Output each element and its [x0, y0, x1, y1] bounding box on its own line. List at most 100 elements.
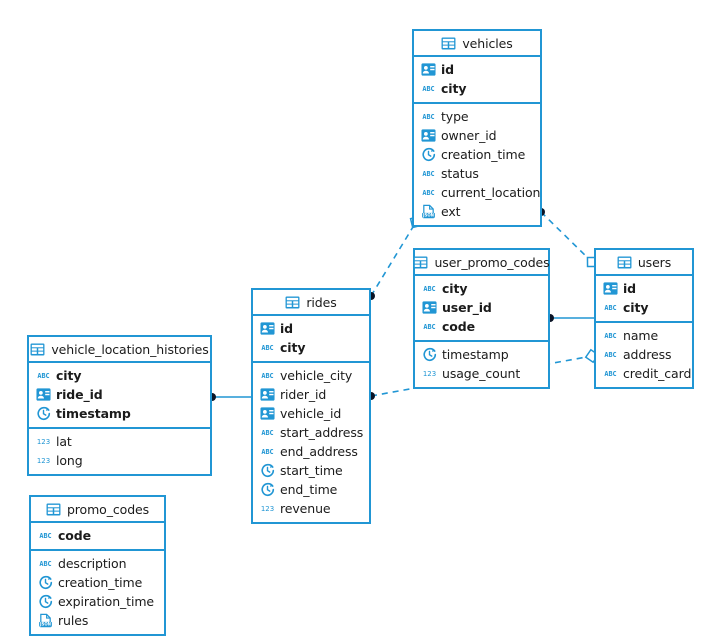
primary-key-row[interactable]: id [596, 279, 692, 298]
table-grid-icon [285, 295, 300, 309]
relationship-line [370, 221, 417, 297]
abc-text-icon: ABC [39, 532, 51, 540]
clock-icon [37, 406, 51, 421]
column-name: current_location [441, 185, 541, 200]
primary-key-row[interactable]: id [414, 60, 540, 79]
column-name: ext [441, 204, 461, 219]
relationship-rel-vlh-rides[interactable] [208, 393, 251, 401]
table-header-users[interactable]: users [596, 250, 692, 276]
svg-text:123: 123 [261, 505, 274, 513]
column-name: expiration_time [58, 594, 155, 609]
column-row[interactable]: ABC current_location [414, 183, 540, 202]
svg-text:ABC: ABC [604, 351, 616, 359]
abc-text-icon: ABC [604, 304, 616, 312]
svg-text:ABC: ABC [604, 304, 616, 312]
table-header-vehicle_location_histories[interactable]: vehicle_location_histories [29, 337, 210, 363]
number-123-icon: 123 [423, 370, 436, 378]
column-name: lat [56, 434, 72, 449]
abc-text-icon: ABC [422, 85, 434, 93]
column-row[interactable]: owner_id [414, 126, 540, 145]
column-name: owner_id [441, 128, 497, 143]
column-row[interactable]: creation_time [414, 145, 540, 164]
table-header-rides[interactable]: rides [253, 290, 369, 316]
column-row[interactable]: start_time [253, 461, 369, 480]
primary-key-row[interactable]: id [253, 319, 369, 338]
svg-text:ABC: ABC [422, 85, 434, 93]
column-row[interactable]: rider_id [253, 385, 369, 404]
svg-text:ABC: ABC [604, 370, 616, 378]
svg-text:ABC: ABC [261, 448, 273, 456]
column-name: code [58, 528, 92, 543]
primary-key-row[interactable]: timestamp [29, 404, 210, 423]
abc-text-icon: ABC [604, 332, 616, 340]
id-card-icon [422, 301, 437, 314]
number-123-icon: 123 [37, 438, 50, 446]
column-row[interactable]: timestamp [415, 345, 548, 364]
clock-icon [39, 575, 53, 590]
primary-key-row[interactable]: ABC code [31, 526, 164, 545]
column-row[interactable]: 123 lat [29, 432, 210, 451]
column-name: type [441, 109, 469, 124]
svg-text:JSON: JSON [39, 622, 51, 627]
table-header-promo_codes[interactable]: promo_codes [31, 497, 164, 523]
clock-icon [261, 482, 275, 497]
table-grid-icon [441, 36, 456, 50]
table-title: vehicles [462, 35, 513, 51]
table-title: promo_codes [66, 501, 150, 517]
json-icon: JSON [39, 613, 52, 628]
table-grid-icon [617, 255, 632, 269]
svg-text:ABC: ABC [422, 113, 434, 121]
column-row[interactable]: ABC type [414, 107, 540, 126]
abc-text-icon: ABC [604, 351, 616, 359]
table-header-user_promo_codes[interactable]: user_promo_codes [413, 250, 550, 276]
primary-key-row[interactable]: user_id [415, 298, 548, 317]
svg-text:ABC: ABC [261, 372, 273, 380]
svg-text:ABC: ABC [423, 285, 435, 293]
table-header-vehicles[interactable]: vehicles [414, 31, 540, 57]
svg-text:ABC: ABC [422, 189, 434, 197]
relationship-rel-user-promo-codes-users[interactable] [546, 314, 594, 322]
table-grid-icon [413, 255, 428, 269]
column-row[interactable]: vehicle_id [253, 404, 369, 423]
column-name: timestamp [56, 406, 131, 421]
abc-text-icon: ABC [604, 370, 616, 378]
column-row[interactable]: end_time [253, 480, 369, 499]
column-row[interactable]: expiration_time [31, 592, 164, 611]
primary-key-row[interactable]: ride_id [29, 385, 210, 404]
id-card-icon [421, 129, 436, 142]
column-row[interactable]: ABC credit_card [596, 364, 692, 383]
column-name: credit_card [623, 366, 692, 381]
column-name: description [58, 556, 127, 571]
column-row[interactable]: creation_time [31, 573, 164, 592]
svg-text:ABC: ABC [604, 332, 616, 340]
id-card-icon [603, 282, 618, 295]
